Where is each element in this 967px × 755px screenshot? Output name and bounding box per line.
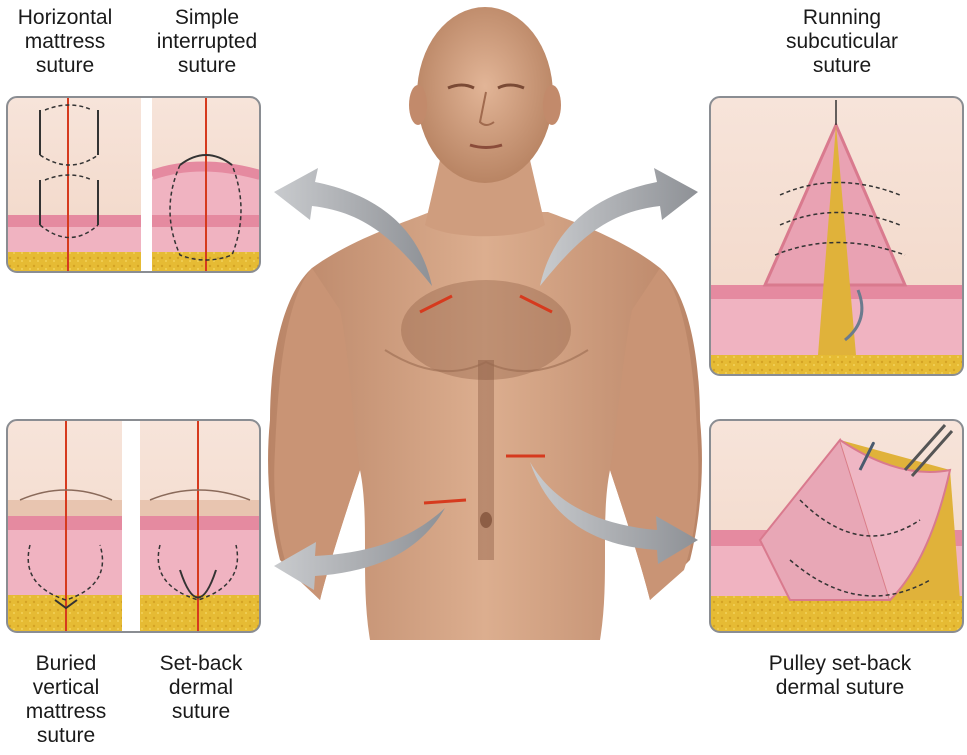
panel-buried-and-set-back [7,420,260,632]
panel-running-subcuticular [710,97,963,375]
midline-hair [478,360,494,560]
panel-horizontal-and-simple-interrupted [7,97,260,272]
right-ear [543,85,561,125]
left-ear [409,85,427,125]
panel-pulley-set-back [710,420,963,632]
navel [480,512,492,528]
